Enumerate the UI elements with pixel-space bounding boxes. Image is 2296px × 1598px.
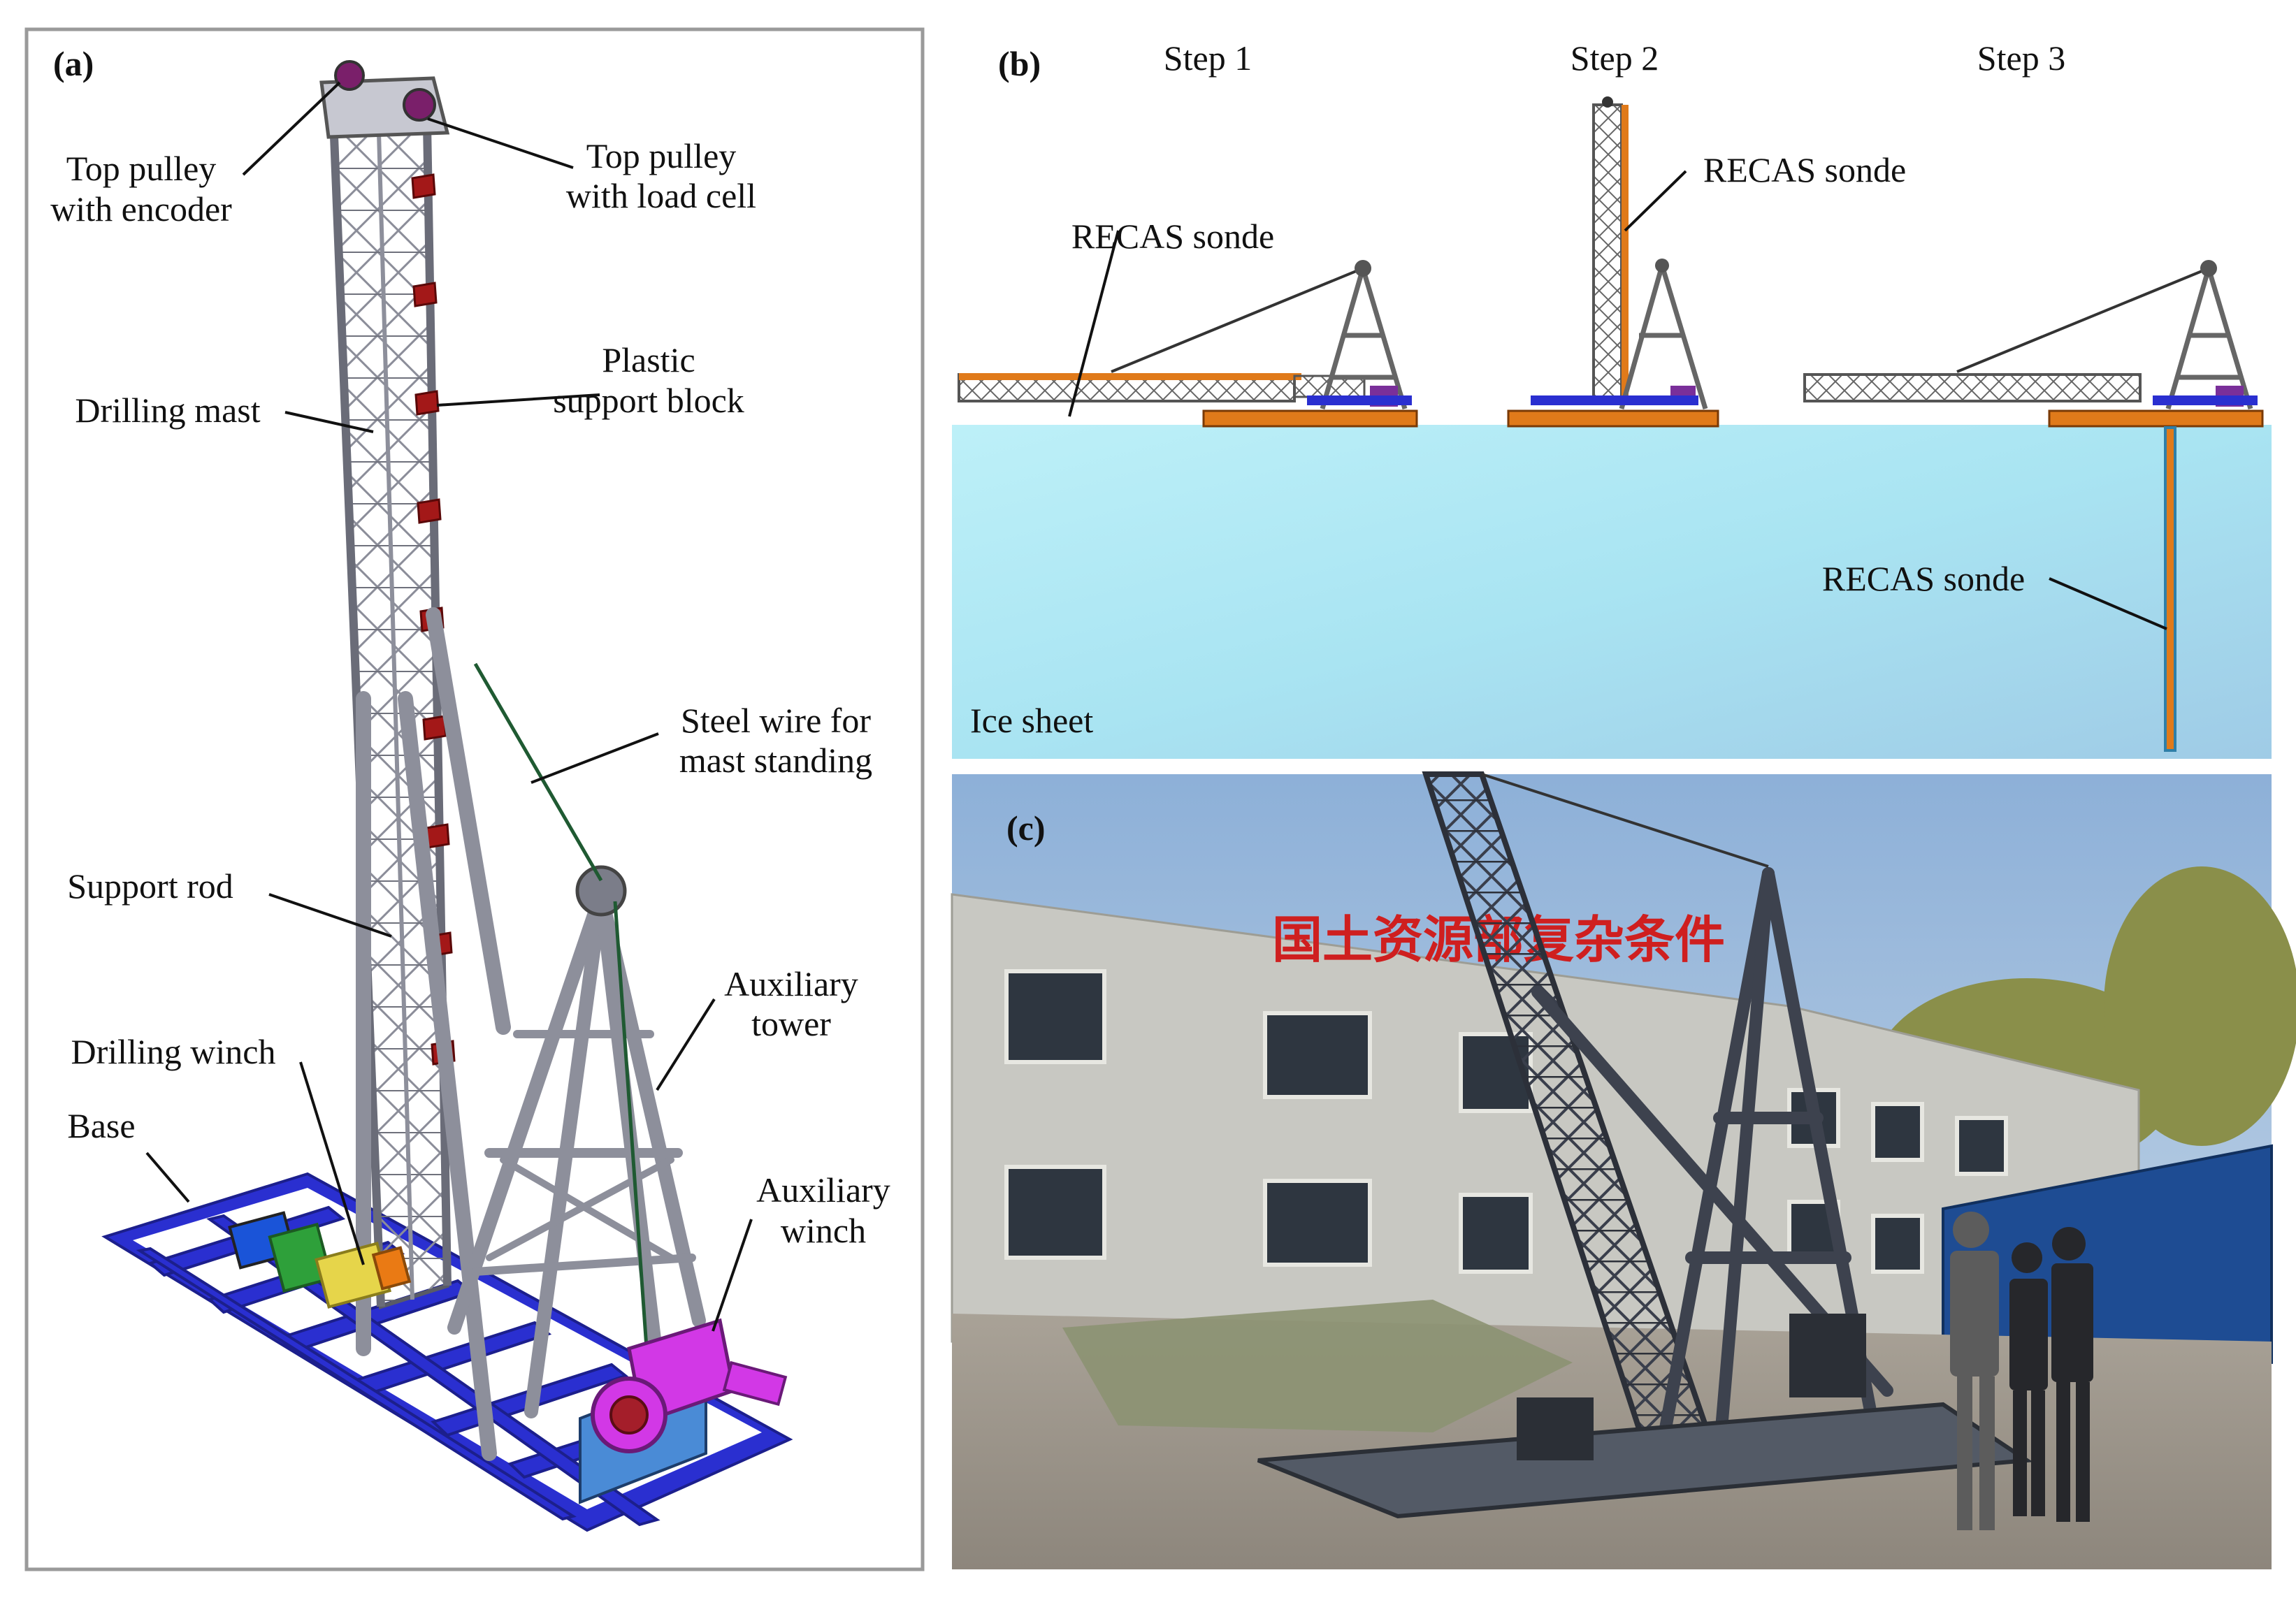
top-pulley-load-cell-icon [403, 88, 436, 122]
step-3-title: Step 3 [1977, 38, 2065, 78]
panel-b-deployment-steps: (b) Step 1 Step 2 Step 3 Ice sheet RECAS… [952, 38, 2272, 759]
label-drilling-winch: Drilling winch [71, 1032, 275, 1071]
photo-people [1950, 1212, 2093, 1530]
label-plastic-1: Plastic [602, 340, 695, 379]
photo-rig [1257, 771, 2033, 1519]
step-3-rig: RECAS sonde [1803, 260, 2264, 752]
label-drilling-mast: Drilling mast [75, 391, 260, 430]
label-steel-wire-2: mast standing [679, 741, 872, 780]
label-aux-winch-2: winch [781, 1211, 866, 1250]
label-aux-tower-1: Auxiliary [724, 964, 858, 1003]
step-2-title: Step 2 [1571, 38, 1659, 78]
panel-a-rig-drawing: (a) [24, 27, 925, 1571]
panel-a-leader-lines [145, 81, 753, 1332]
ice-sheet-label: Ice sheet [970, 701, 1093, 740]
steel-wire [473, 662, 603, 882]
auxiliary-winch [579, 1318, 788, 1504]
label-steel-wire-1: Steel wire for [681, 701, 871, 740]
aux-tower-pulley-icon [575, 865, 627, 917]
top-assembly [319, 60, 450, 139]
panel-c-field-photo: 国土资源部复杂条件 [951, 771, 2296, 1569]
auxiliary-tower [447, 887, 706, 1418]
label-aux-winch-1: Auxiliary [756, 1170, 890, 1210]
panel-a-labels: Top pulley with encoder Top pulley with … [50, 136, 890, 1250]
step-1-title: Step 1 [1164, 38, 1252, 78]
top-pulley-encoder-icon [334, 60, 365, 91]
panel-c-tag: (c) [1006, 808, 1046, 848]
step-1-rig: RECAS sonde [958, 217, 1418, 428]
drilling-winch [228, 1211, 412, 1309]
step-3-sonde-label: RECAS sonde [1822, 559, 2025, 598]
label-top-pulley-load-cell-1: Top pulley [586, 136, 737, 175]
photo-tarp [1062, 1300, 1573, 1432]
label-top-pulley-encoder-2: with encoder [50, 189, 232, 228]
label-top-pulley-load-cell-2: with load cell [566, 176, 756, 215]
label-top-pulley-encoder-1: Top pulley [66, 149, 217, 188]
label-plastic-2: support block [553, 381, 744, 420]
step-1-sonde-label: RECAS sonde [1071, 217, 1274, 256]
label-base: Base [67, 1106, 135, 1145]
borehole-sonde [2164, 426, 2176, 752]
support-rods [356, 607, 511, 1461]
panel-b-tag: (b) [998, 44, 1041, 83]
step-2-sonde-label: RECAS sonde [1703, 150, 1906, 189]
panel-a-tag: (a) [53, 44, 94, 83]
step-2-rig: RECAS sonde [1507, 96, 1906, 428]
label-aux-tower-2: tower [751, 1004, 831, 1043]
label-support-rod: Support rod [67, 866, 233, 906]
ice-sheet [952, 425, 2272, 759]
